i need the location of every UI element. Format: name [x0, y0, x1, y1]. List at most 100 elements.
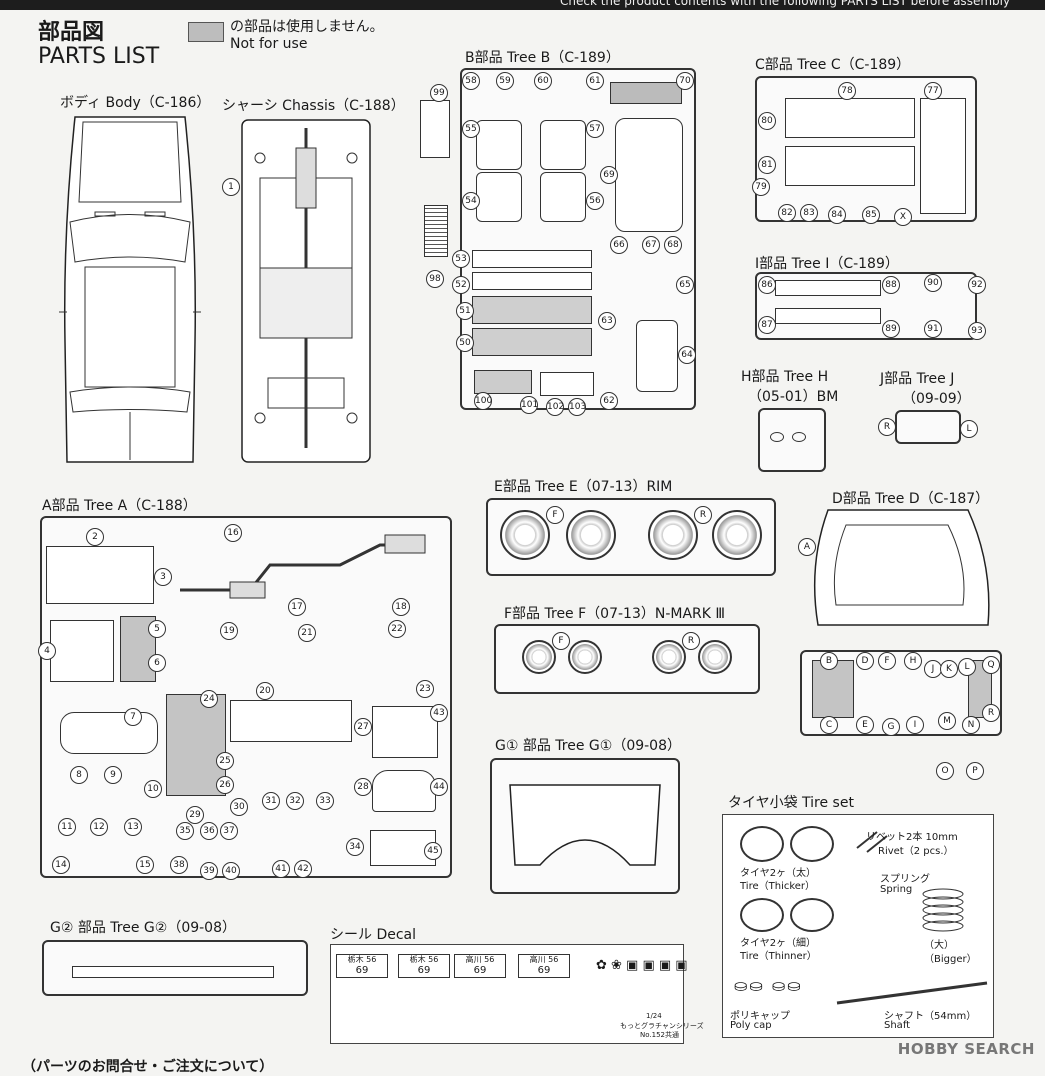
part-g1-hood	[509, 784, 661, 866]
nmark-wheel-2	[568, 640, 602, 674]
part-callout-31: 31	[262, 792, 280, 810]
plate-top-text: 高川 56	[465, 955, 495, 964]
tree-e-label: E部品 Tree E（07-13）RIM	[494, 479, 673, 495]
part-callout-41: 41	[272, 860, 290, 878]
part-callout-79: 79	[752, 178, 770, 196]
nmark-wheel-1	[522, 640, 556, 674]
part-callout-54: 54	[462, 192, 480, 210]
part-callout-36: 36	[200, 822, 218, 840]
part-callout-9: 9	[104, 766, 122, 784]
decal-sheet	[330, 944, 684, 1044]
part-callout-32: 32	[286, 792, 304, 810]
part-callout-103: 103	[568, 398, 586, 416]
tree-g1-label: G① 部品 Tree G①（09-08）	[495, 738, 681, 754]
part-callout-77: 77	[924, 82, 942, 100]
part-callout-2: 2	[86, 528, 104, 546]
part-callout-P: P	[966, 762, 984, 780]
tire-thin-2	[790, 898, 834, 932]
tire-thin-en: Tire（Thinner）	[740, 951, 817, 962]
part-callout-55: 55	[462, 120, 480, 138]
part-69-floor	[615, 118, 683, 232]
part-callout-I: I	[906, 716, 924, 734]
not-for-use-swatch	[188, 22, 224, 42]
part-callout-88: 88	[882, 276, 900, 294]
part-callout-70: 70	[676, 72, 694, 90]
part-callout-61: 61	[586, 72, 604, 90]
rim-wheel-1	[500, 510, 550, 560]
body-illustration	[59, 116, 201, 463]
part-callout-86: 86	[758, 276, 776, 294]
part-callout-40: 40	[222, 862, 240, 880]
plate-number: 69	[355, 965, 369, 976]
tire-thick-1	[740, 826, 784, 862]
part-callout-27: 27	[354, 718, 372, 736]
part-4	[50, 620, 114, 682]
rim-wheel-3	[648, 510, 698, 560]
tree-f-label: F部品 Tree F（07-13）N-MARK Ⅲ	[504, 606, 726, 622]
part-50	[472, 328, 592, 356]
part-h-left	[770, 432, 784, 442]
part-callout-102: 102	[546, 398, 564, 416]
part-callout-66: 66	[610, 236, 628, 254]
part-callout-24: 24	[200, 690, 218, 708]
part-callout-60: 60	[534, 72, 552, 90]
nmark-wheel-4	[698, 640, 732, 674]
part-callout-13: 13	[124, 818, 142, 836]
part-callout-81: 81	[758, 156, 776, 174]
part-callout-F: F	[878, 652, 896, 670]
spring-bigger-en: （Bigger）	[924, 954, 977, 965]
shaft-ja: シャフト（54mm）	[884, 1011, 977, 1022]
tree-h-label: H部品 Tree H	[741, 369, 829, 385]
part-callout-85: 85	[862, 206, 880, 224]
part-99	[420, 100, 450, 158]
tire-thick-ja: タイヤ2ヶ（太）	[740, 868, 817, 879]
tree-j-sublabel: （09-09）	[902, 391, 971, 407]
legend-text-ja: の部品は使用しません。	[230, 19, 384, 35]
part-callout-R: R	[694, 506, 712, 524]
decal-series: もっとグラチャンシリーズ	[620, 1022, 704, 1030]
page-title-en: PARTS LIST	[38, 44, 160, 69]
part-callout-8: 8	[70, 766, 88, 784]
part-callout-R: R	[682, 632, 700, 650]
seat-right-rear	[540, 172, 586, 222]
spring-icon	[922, 888, 964, 932]
part-callout-N: N	[962, 716, 980, 734]
plate-number: 69	[473, 965, 487, 976]
parts-102-103	[540, 372, 594, 396]
tree-d-window	[813, 509, 990, 626]
part-callout-5: 5	[148, 620, 166, 638]
spring-en: Spring	[880, 884, 913, 895]
tree-h-sublabel: （05-01）BM	[748, 389, 839, 405]
rim-wheel-2	[566, 510, 616, 560]
part-callout-39: 39	[200, 862, 218, 880]
part-callout-Q: Q	[982, 656, 1000, 674]
part-callout-34: 34	[346, 838, 364, 856]
part-callout-6: 6	[148, 654, 166, 672]
rivet-en: Rivet（2 pcs.）	[878, 846, 954, 857]
part-callout-65: 65	[676, 276, 694, 294]
tire-thin-1	[740, 898, 784, 932]
part-callout-57: 57	[586, 120, 604, 138]
part-callout-15: 15	[136, 856, 154, 874]
part-callout-89: 89	[882, 320, 900, 338]
part-callout-11: 11	[58, 818, 76, 836]
part-callout-F: F	[546, 506, 564, 524]
part-callout-63: 63	[598, 312, 616, 330]
part-callout-L: L	[958, 658, 976, 676]
chassis-label: シャーシ Chassis（C-188）	[222, 98, 405, 114]
plate-number: 69	[537, 965, 551, 976]
part-callout-F: F	[552, 632, 570, 650]
tree-j-label: J部品 Tree J	[880, 371, 955, 387]
part-r-callout: R	[878, 418, 896, 436]
plate-top-text: 高川 56	[529, 955, 559, 964]
part-callout-R: R	[982, 704, 1000, 722]
part-87-bar	[775, 308, 881, 324]
part-callout-42: 42	[294, 860, 312, 878]
part-callout-23: 23	[416, 680, 434, 698]
rim-wheel-4	[712, 510, 762, 560]
tree-g2-label: G② 部品 Tree G②（09-08）	[50, 920, 236, 936]
part-callout-78: 78	[838, 82, 856, 100]
part-3-plate	[46, 546, 154, 604]
polycap-ja: ポリキャップ	[730, 1011, 790, 1022]
